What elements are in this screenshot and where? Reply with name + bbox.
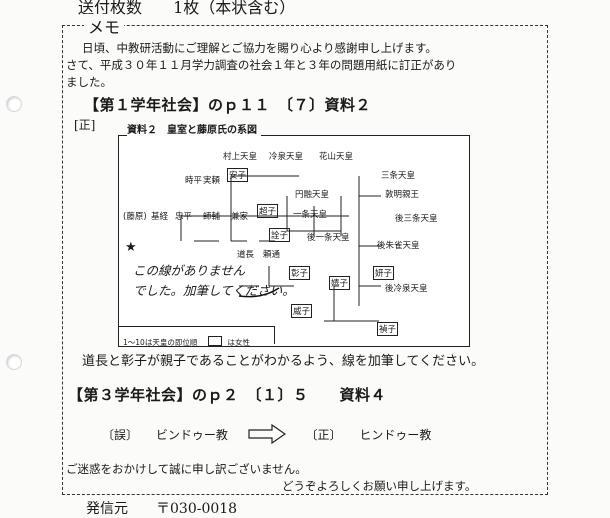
arrow-right-icon bbox=[248, 423, 286, 447]
closing-line: どうぞよろしくお願い申し上げます。 bbox=[282, 479, 477, 493]
name-kishi: 嬉子 bbox=[329, 276, 351, 290]
name-goichijo: 後一条天皇 bbox=[307, 233, 350, 243]
name-atsuakira: 敦明親王 bbox=[385, 190, 420, 200]
footer-sender-cut: 発信元 〒030-0018 bbox=[86, 501, 238, 517]
name-michinaga: 道長 bbox=[237, 250, 255, 260]
handwritten-note-line-1: この線がありません bbox=[133, 263, 246, 278]
figure-title: 資料２ 皇室と藤原氏の系図 bbox=[127, 121, 261, 136]
send-count-label: 送付枚数 bbox=[78, 0, 143, 17]
name-tadahira: 忠平 bbox=[175, 212, 193, 222]
name-mototsune: 基経 bbox=[151, 212, 169, 222]
name-shoshi: 彰子 bbox=[289, 266, 311, 280]
name-gosanjo: 後三条天皇 bbox=[395, 214, 438, 224]
legend-female-box-icon bbox=[208, 335, 223, 346]
star-mark: ★ bbox=[125, 240, 137, 255]
name-anshi: 安子 bbox=[227, 168, 249, 182]
name-kazan: 花山天皇 bbox=[319, 152, 354, 162]
correct-tag: [正] bbox=[74, 118, 96, 132]
name-goreizei: 後冷泉天皇 bbox=[385, 284, 428, 294]
name-yorimichi: 頼通 bbox=[263, 250, 281, 260]
name-enyu: 円融天皇 bbox=[295, 190, 330, 200]
legend-order-note: 1～10は天皇の即位順 bbox=[123, 338, 198, 347]
name-morosuke: 師輔 bbox=[203, 212, 221, 222]
name-kenshi: 妍子 bbox=[373, 266, 395, 280]
wrong-word: ビンドゥー教 bbox=[155, 428, 228, 442]
genealogy-lines bbox=[180, 175, 381, 322]
name-ichijo: 一条天皇 bbox=[293, 210, 328, 220]
name-tokihira: 時平 bbox=[185, 176, 203, 186]
wrong-tag: 〔誤〕 bbox=[102, 428, 139, 442]
name-senshi: 詮子 bbox=[269, 228, 291, 242]
name-kaneie: 兼家 bbox=[231, 212, 249, 222]
top-label-row: 送付枚数 1枚（本状含む） bbox=[78, 0, 295, 18]
genealogy-figure: 資料２ 皇室と藤原氏の系図 村上天皇 冷泉天皇 花山天皇 三条天皇 円融天皇 敦… bbox=[118, 121, 470, 347]
name-fujiwara: (藤原) bbox=[123, 212, 147, 222]
body-line-3: ました。 bbox=[66, 75, 112, 89]
punch-hole-bottom bbox=[6, 354, 22, 370]
figure-legend: 1～10は天皇の即位順 は女性 bbox=[119, 326, 275, 347]
instruction-line: 道長と彰子が親子であることがわかるよう、線を加筆してください。 bbox=[82, 354, 485, 369]
handwritten-arrow bbox=[238, 287, 280, 298]
body-line-1: 日頃、中教研活動にご理解とご協力を賜り心より感謝申し上げます。 bbox=[82, 41, 437, 55]
name-sanjo: 三条天皇 bbox=[381, 171, 416, 181]
name-saneyori: 実頼 bbox=[203, 176, 221, 186]
name-gosuzaku: 後朱雀天皇 bbox=[377, 241, 420, 251]
send-count-value: 1枚（本状含む） bbox=[173, 0, 296, 17]
name-ishi: 威子 bbox=[291, 304, 313, 318]
heading-grade1: 【第１学年社会】のｐ１１ 〔７〕資料２ bbox=[84, 96, 372, 114]
name-teishi: 禎子 bbox=[377, 322, 399, 336]
apology-line: ご迷惑をおかけして誠に申し訳ございません。 bbox=[66, 462, 307, 476]
correction-row: 〔誤〕 ビンドゥー教 〔正〕 ヒンドゥー教 bbox=[102, 423, 432, 447]
punch-hole-top bbox=[6, 96, 22, 112]
name-reizei: 冷泉天皇 bbox=[269, 152, 304, 162]
right-word: ヒンドゥー教 bbox=[359, 428, 432, 442]
body-line-2: さて、平成３０年１１月学力調査の社会１年と３年の問題用紙に訂正があり bbox=[66, 58, 457, 72]
handwritten-note-line-2: でした。加筆してください。 bbox=[133, 283, 295, 298]
memo-box bbox=[62, 25, 548, 495]
memo-label: メモ bbox=[84, 14, 125, 38]
right-tag: 〔正〕 bbox=[305, 428, 342, 442]
heading-grade3: 【第３学年社会】のｐ２ 〔１〕５ 資料４ bbox=[68, 386, 387, 404]
name-murakami: 村上天皇 bbox=[223, 152, 258, 162]
legend-female-note: は女性 bbox=[227, 338, 251, 347]
name-choshi: 超子 bbox=[257, 204, 279, 218]
